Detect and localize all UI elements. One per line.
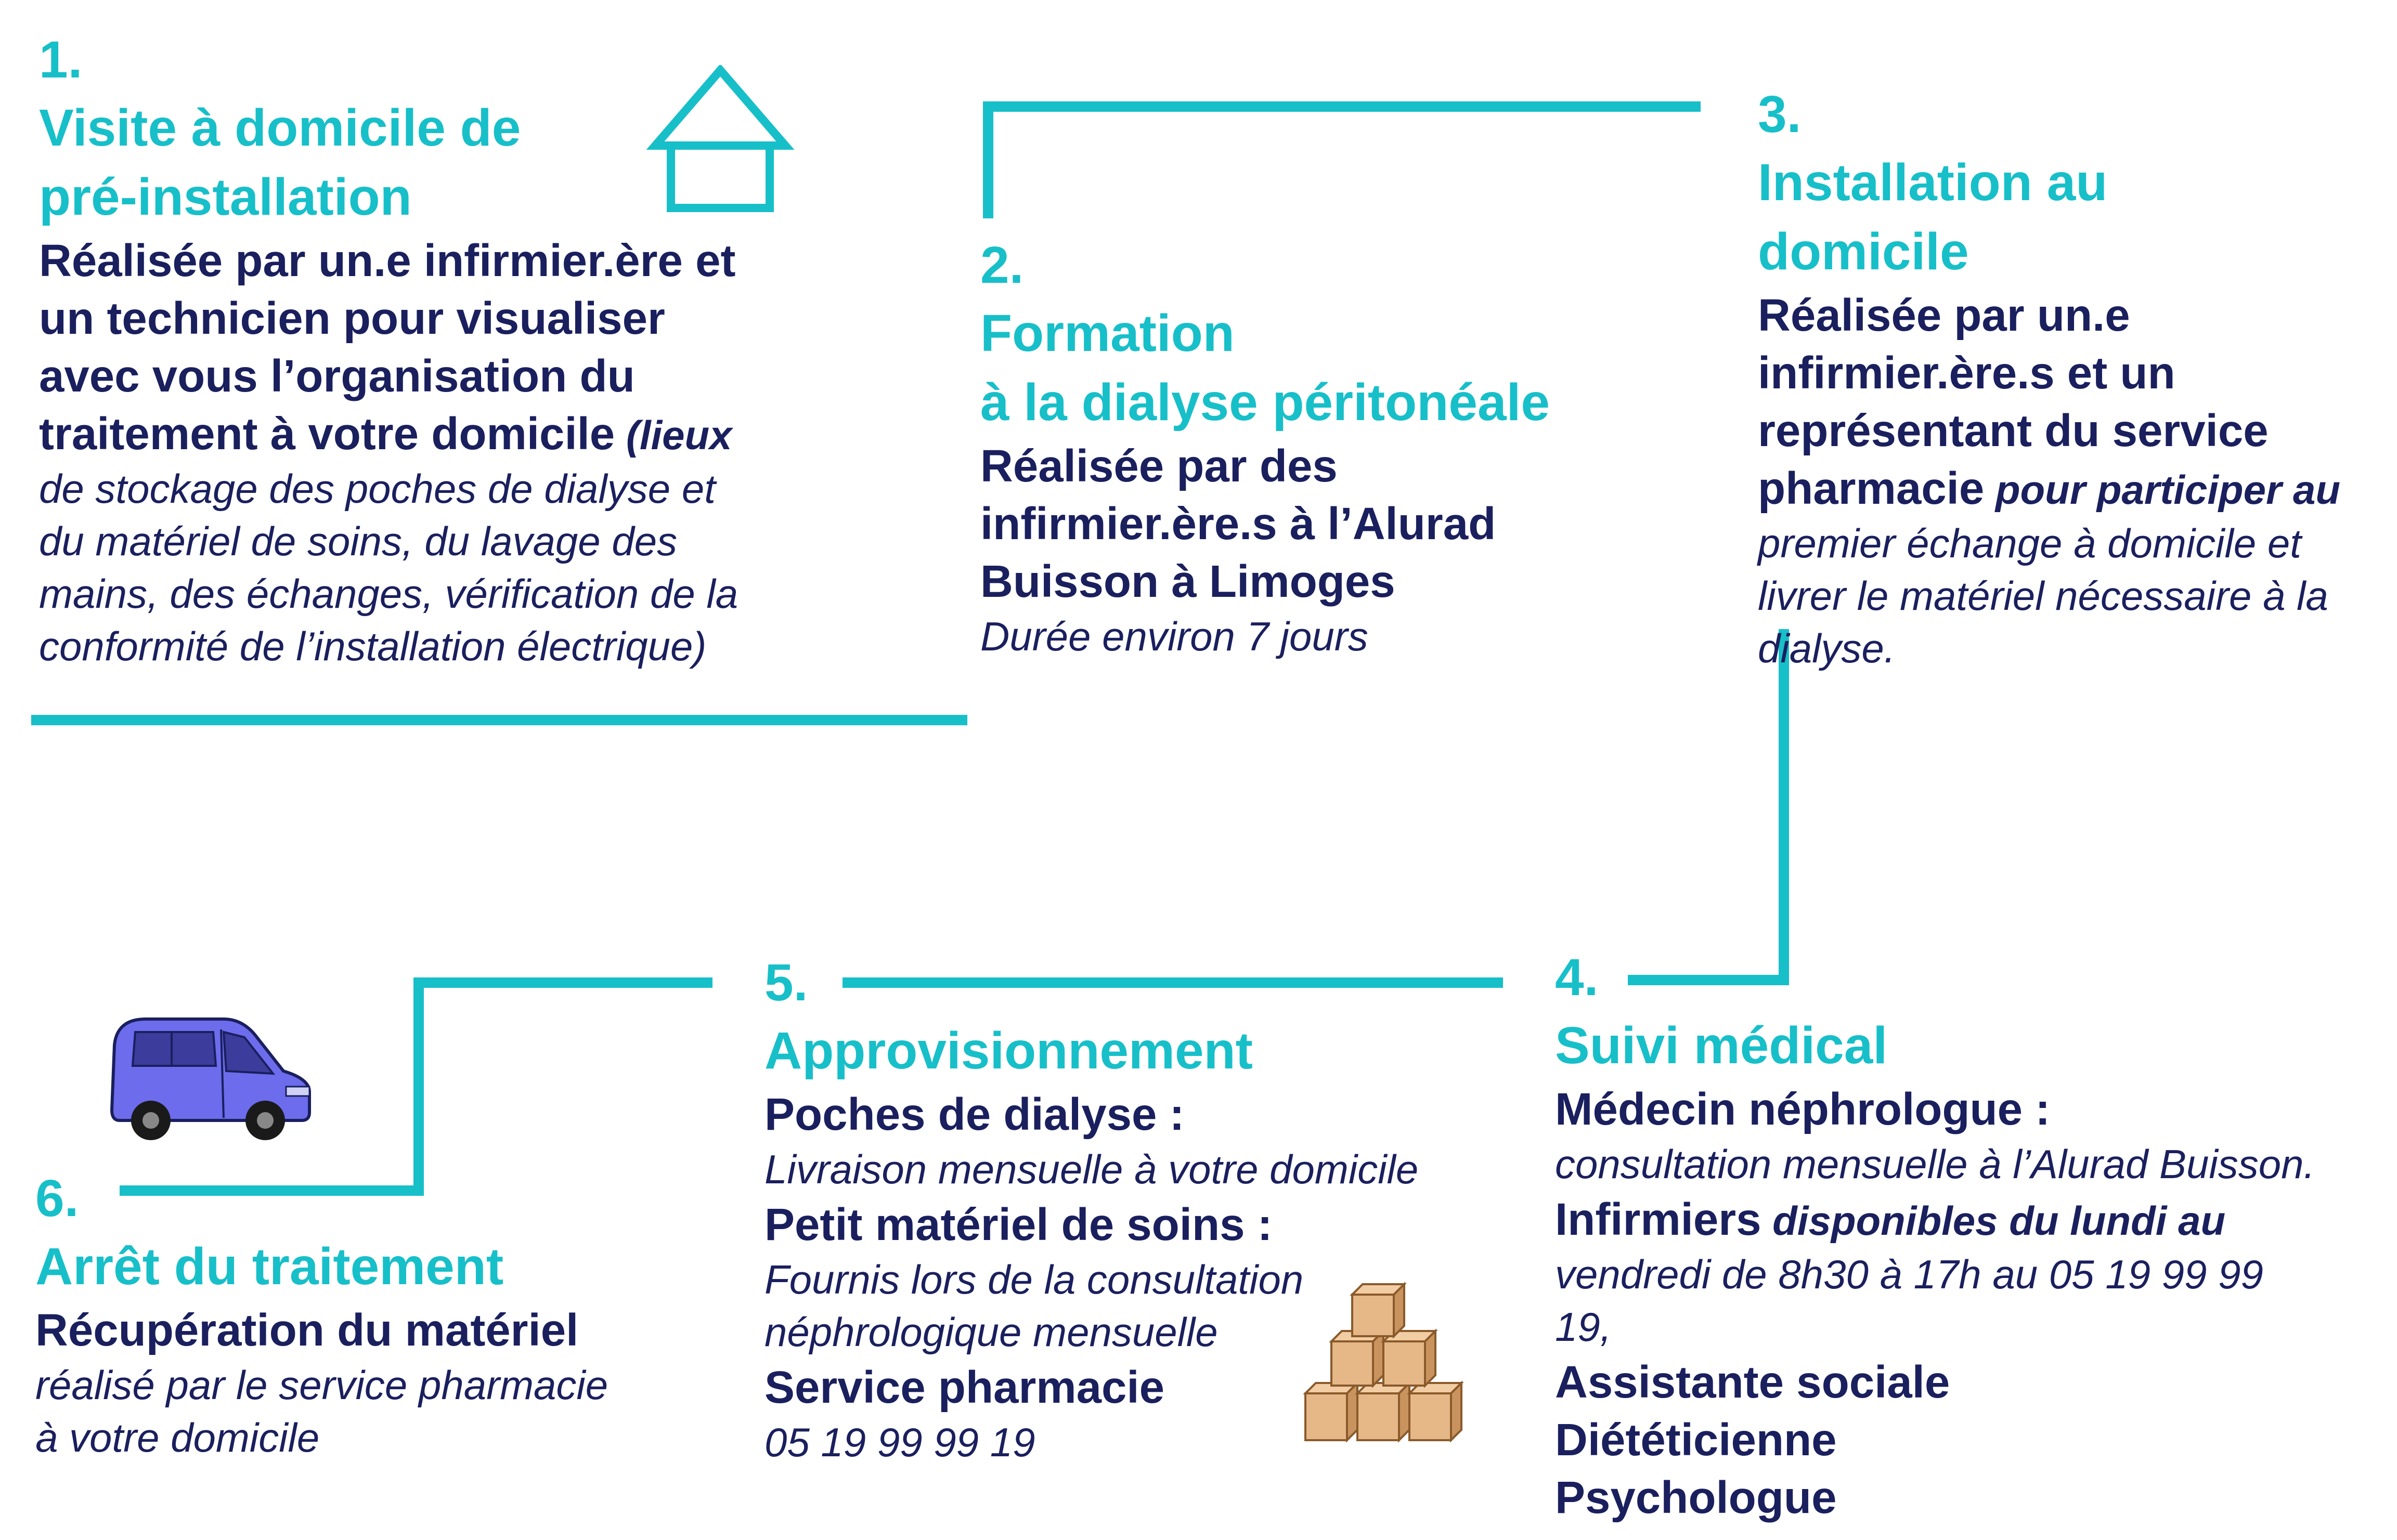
step-detail: réalisé par le service pharmacie xyxy=(35,1362,608,1408)
step-text: Médecin néphrologue : xyxy=(1555,1084,2051,1134)
step-detail: conformité de l’installation électrique) xyxy=(39,623,707,669)
connector-step2-step3 xyxy=(983,101,1701,218)
step-detail: de stockage des poches de dialyse et xyxy=(39,466,716,512)
step-title: Installation au xyxy=(1758,153,2108,212)
step-text: Récupération du matériel xyxy=(35,1305,579,1355)
step-text-italic: (lieux xyxy=(615,412,732,458)
step-number: 3. xyxy=(1758,85,1802,143)
step-text: infirmier.ère.s et un xyxy=(1758,348,2175,398)
step-number: 1. xyxy=(39,31,83,89)
step-text-italic: disponibles du lundi au xyxy=(1761,1198,2226,1244)
step-number: 5. xyxy=(765,954,808,1012)
step-text: représentant du service xyxy=(1758,406,2269,456)
step-detail: à votre domicile xyxy=(35,1415,320,1460)
step-text: traitement à votre domicile (lieux xyxy=(39,405,738,463)
step-3: 3. Installation au domicile Réalisée par… xyxy=(1758,81,2340,675)
step-detail: Fournis lors de la consultation xyxy=(765,1257,1304,1302)
step-number: 4. xyxy=(1555,948,1599,1007)
step-title: Formation xyxy=(980,304,1235,362)
step-detail: 19, xyxy=(1555,1304,1612,1350)
step-title: Visite à domicile de xyxy=(39,99,521,157)
step-text: Petit matériel de soins : xyxy=(765,1199,1273,1250)
step-detail: premier échange à domicile et xyxy=(1758,520,2301,566)
step-2: 2. Formation à la dialyse péritonéale Ré… xyxy=(980,231,1550,663)
step-text: Réalisée par des xyxy=(980,441,1338,491)
van-icon xyxy=(110,1017,311,1140)
step-text: Service pharmacie xyxy=(765,1362,1164,1413)
step-detail: Durée environ 7 jours xyxy=(980,614,1368,659)
step-detail: néphrologique mensuelle xyxy=(765,1309,1218,1355)
step-text: un technicien pour visualiser xyxy=(39,293,665,344)
step-text: Réalisée par un.e xyxy=(1758,290,2130,341)
step-text: infirmier.ère.s à l’Alurad xyxy=(980,499,1496,549)
step-detail: du matériel de soins, du lavage des xyxy=(39,518,678,564)
step-detail: mains, des échanges, vérification de la xyxy=(39,571,738,617)
step-text: Diététicienne xyxy=(1555,1415,1837,1465)
step-text: Psychologue xyxy=(1555,1472,1837,1523)
step-title: Arrêt du traitement xyxy=(35,1237,504,1296)
step-text-bold: Infirmiers xyxy=(1555,1194,1761,1245)
boxes-icon xyxy=(1303,1282,1464,1443)
step-text: Buisson à Limoges xyxy=(980,556,1395,607)
step-4: 4. Suivi médical Médecin néphrologue : c… xyxy=(1555,944,2315,1526)
step-6: 6. Arrêt du traitement Récupération du m… xyxy=(35,1165,608,1464)
step-detail: dialyse. xyxy=(1758,625,1896,671)
step-number: 6. xyxy=(35,1169,79,1228)
step-detail: Livraison mensuelle à votre domicile xyxy=(765,1146,1419,1192)
step-number: 2. xyxy=(980,236,1024,294)
step-1: 1. Visite à domicile de pré-installation… xyxy=(39,26,738,673)
step-text: Infirmiers disponibles du lundi au xyxy=(1555,1191,2315,1248)
connector-step5-step6 xyxy=(120,977,712,1196)
step-title: pré-installation xyxy=(39,168,412,226)
step-title: Suivi médical xyxy=(1555,1016,1888,1075)
step-text-italic: pour participer au xyxy=(1984,467,2341,513)
connector-step3-step4 xyxy=(1628,629,1789,985)
step-text: Réalisée par un.e infirmier.ère et xyxy=(39,236,736,286)
step-detail: livrer le matériel nécessaire à la xyxy=(1758,573,2328,619)
house-icon xyxy=(646,65,795,212)
step-title: domicile xyxy=(1758,223,1969,281)
step-text-bold: traitement à votre domicile xyxy=(39,409,615,459)
step-text: avec vous l’organisation du xyxy=(39,351,635,401)
step-text-bold: pharmacie xyxy=(1758,463,1985,514)
step-title: Approvisionnement xyxy=(765,1022,1253,1080)
step-detail: consultation mensuelle à l’Alurad Buisso… xyxy=(1555,1141,2315,1187)
step-text: Assistante sociale xyxy=(1555,1357,1950,1407)
step-detail: vendredi de 8h30 à 17h au 05 19 99 99 xyxy=(1555,1251,2263,1297)
step-detail: 05 19 99 99 19 xyxy=(765,1419,1035,1465)
step-text: pharmacie pour participer au xyxy=(1758,460,2340,517)
step-5: 5. Approvisionnement Poches de dialyse :… xyxy=(765,949,1418,1469)
step-text: Poches de dialyse : xyxy=(765,1089,1185,1140)
step-title: à la dialyse péritonéale xyxy=(980,373,1550,432)
